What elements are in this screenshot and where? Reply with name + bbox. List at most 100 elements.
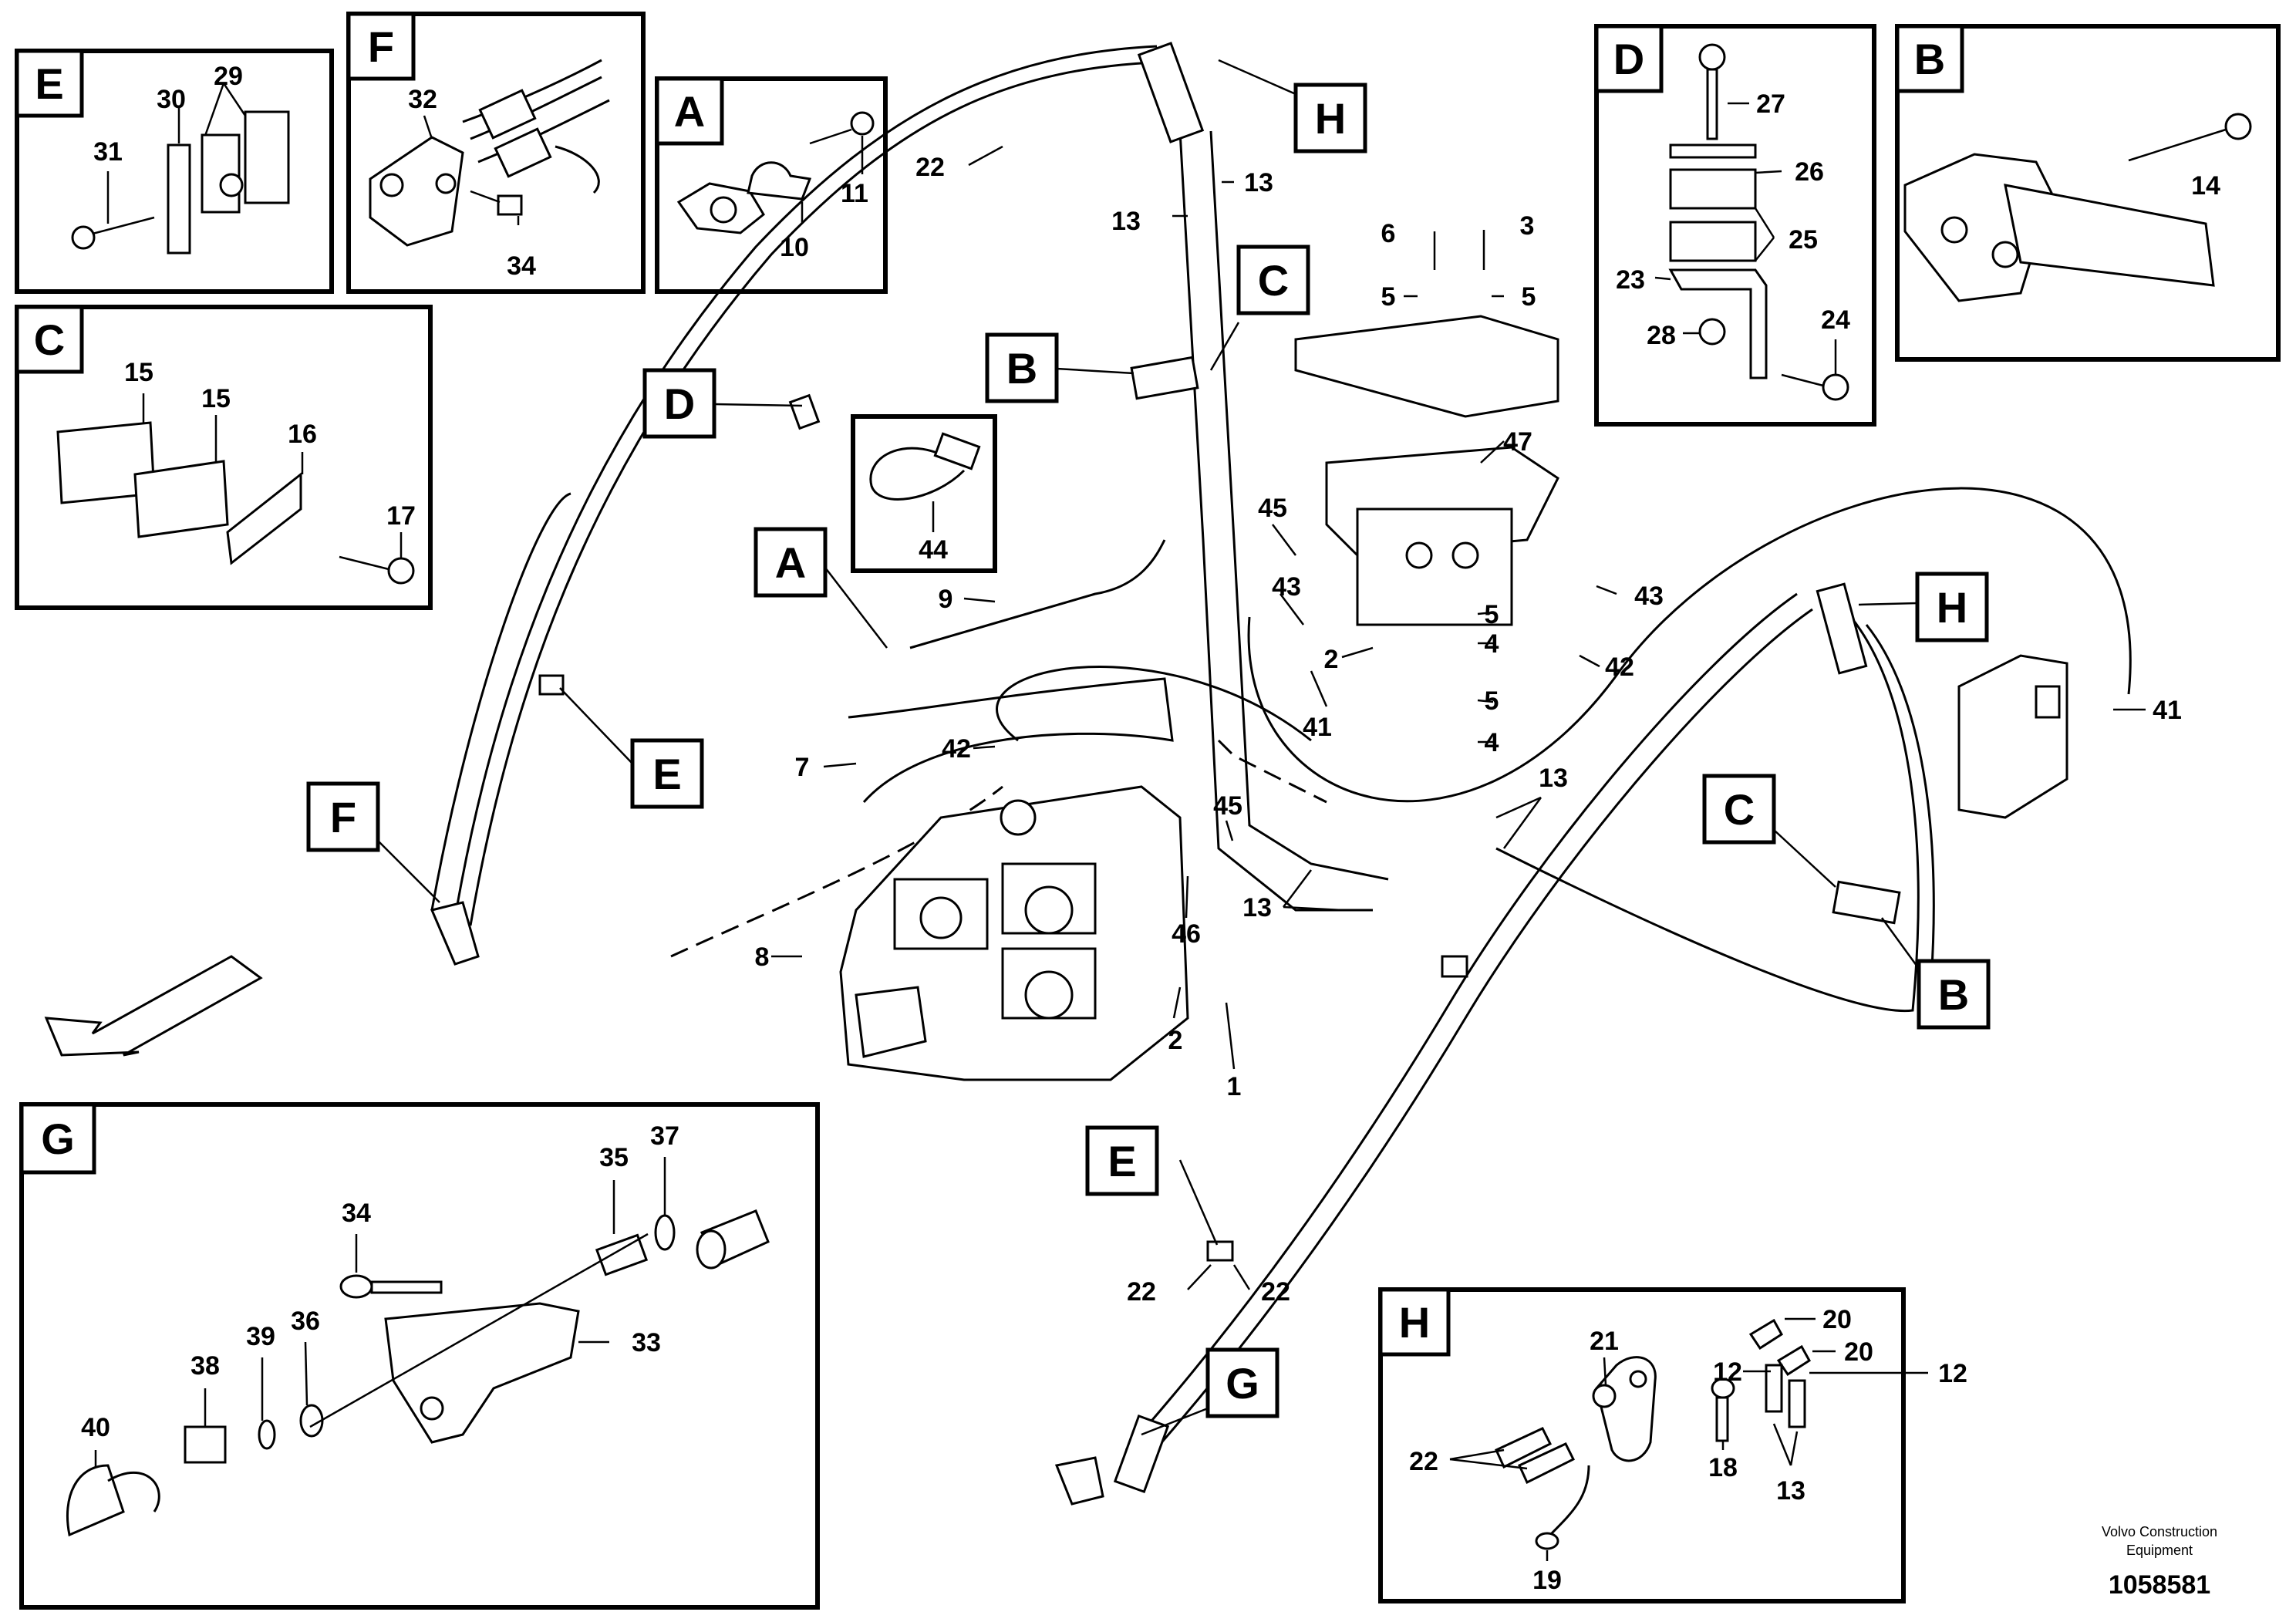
part-label: 30 [157, 85, 186, 114]
pipe-7 [848, 677, 1174, 803]
pipe-9 [909, 539, 1166, 649]
part-label: 35 [599, 1143, 629, 1172]
part-label: 1 [1227, 1072, 1242, 1101]
bracket-33-icon [384, 1302, 580, 1444]
detail-panel-e-letter: E [35, 59, 63, 108]
bracket-h-top [1137, 42, 1205, 143]
bolt-18-icon [1711, 1378, 1735, 1442]
detail-panel-g-letter: G [41, 1114, 75, 1163]
part-label: 3 [1520, 211, 1535, 241]
part-label: 12 [1713, 1357, 1742, 1387]
detail-panel-b-letter: B [1914, 35, 1945, 83]
part-label: 13 [1539, 764, 1568, 793]
fitting-20-icon [1748, 1318, 1811, 1377]
part-label: 41 [2153, 696, 2182, 725]
part-label: 31 [93, 137, 123, 167]
clamp-half-parts [167, 110, 290, 255]
part-label: 23 [1616, 265, 1645, 295]
part-label: 14 [2191, 171, 2220, 201]
part-label: 20 [1822, 1305, 1852, 1334]
part-label: 5 [1522, 282, 1536, 312]
clamp-b-upper [1130, 356, 1199, 400]
main-assembly: 22 13 13 6 3 5 5 47 45 43 43 9 2 5 4 42 … [430, 42, 2182, 1506]
part-label: 38 [190, 1351, 220, 1381]
clamp-c-right [1441, 955, 1468, 978]
bolt-17-icon [339, 555, 415, 585]
callout-e-lower: E [1108, 1137, 1136, 1185]
main-control-valve [839, 785, 1189, 1081]
detail-panel-e: E 30 29 31 [15, 49, 334, 294]
detail-panel-c: C 15 15 16 17 [15, 305, 433, 610]
part-label: 9 [939, 585, 953, 614]
part-label: 33 [632, 1328, 661, 1357]
part-label: 34 [342, 1199, 371, 1228]
clamp-10-icon [747, 161, 812, 201]
callout-a: A [775, 538, 806, 587]
panel-44: 44 [851, 414, 997, 573]
detail-panel-c-letter: C [34, 315, 65, 364]
pilot-valve-47 [1294, 315, 1559, 626]
part-label: 13 [1111, 207, 1141, 236]
part-label: 32 [408, 85, 437, 114]
part-label: 13 [1244, 168, 1273, 197]
part-label: 20 [1844, 1337, 1873, 1367]
bolt-11-icon [809, 111, 875, 145]
manufacturer-line-1: Volvo Construction [2102, 1524, 2217, 1539]
callout-e: E [652, 750, 681, 798]
drawing-number: 1058581 [2109, 1570, 2210, 1600]
coupling-22-icon [1495, 1427, 1576, 1485]
part-label: 5 [1485, 686, 1499, 716]
part-label: 40 [81, 1413, 110, 1442]
clamp-b-right [1832, 880, 1901, 925]
coupling-38-icon [184, 1425, 227, 1464]
part-label: 42 [1605, 653, 1634, 682]
coupling-f [430, 901, 480, 966]
clamp-e-upper [538, 674, 565, 696]
bolt-14-icon [2128, 113, 2252, 162]
part-label: 10 [780, 233, 809, 262]
part-label: 16 [288, 420, 317, 449]
callout-h-right: H [1937, 583, 1967, 632]
part-label: 22 [1261, 1277, 1290, 1307]
part-label: 28 [1647, 321, 1676, 350]
cap-40-icon [66, 1464, 160, 1537]
part-label: 13 [1776, 1476, 1805, 1506]
detail-panel-h: H 20 21 20 12 12 [1378, 1287, 1967, 1603]
part-label: 21 [1590, 1327, 1619, 1356]
callout-c-right: C [1724, 785, 1755, 834]
part-label: 5 [1485, 600, 1499, 629]
part-label: 17 [386, 501, 416, 531]
bolt-34-icon [470, 190, 523, 216]
bracket-h-right [1816, 582, 1868, 675]
part-label: 2 [1324, 645, 1339, 674]
bolt-34-g-icon [339, 1274, 443, 1299]
part-label: 6 [1381, 219, 1396, 248]
part-label: 45 [1213, 791, 1242, 821]
part-label: 44 [919, 535, 948, 565]
callout-d: D [664, 379, 695, 428]
detail-panel-b: B 14 [1895, 24, 2281, 362]
bracket-g [1113, 1414, 1170, 1494]
detail-panel-d: D 27 26 25 23 28 24 [1594, 24, 1876, 427]
part-label: 36 [291, 1307, 320, 1336]
cable-tie-icon [869, 447, 966, 501]
callout-g: G [1226, 1359, 1259, 1408]
part-label: 12 [1938, 1359, 1967, 1388]
callout-tags: H D B C A E F H C B E G [306, 59, 1991, 1436]
part-label: 22 [915, 153, 945, 182]
part-label: 34 [507, 251, 536, 281]
part-label: 2 [1168, 1026, 1183, 1055]
part-label: 29 [214, 62, 243, 91]
detail-panel-f-letter: F [368, 22, 394, 71]
hose-22-lower [1124, 592, 1798, 1451]
fitting-35-icon [595, 1233, 649, 1276]
part-label: 39 [246, 1322, 275, 1351]
detail-panel-a: A 10 11 [655, 76, 888, 294]
part-label: 7 [795, 753, 810, 782]
manufacturer-line-2: Equipment [2126, 1543, 2193, 1558]
hose-22-upper [453, 45, 1158, 919]
detail-panel-h-letter: H [1399, 1298, 1430, 1347]
part-label: 22 [1409, 1447, 1438, 1476]
part-label: 8 [755, 943, 770, 972]
